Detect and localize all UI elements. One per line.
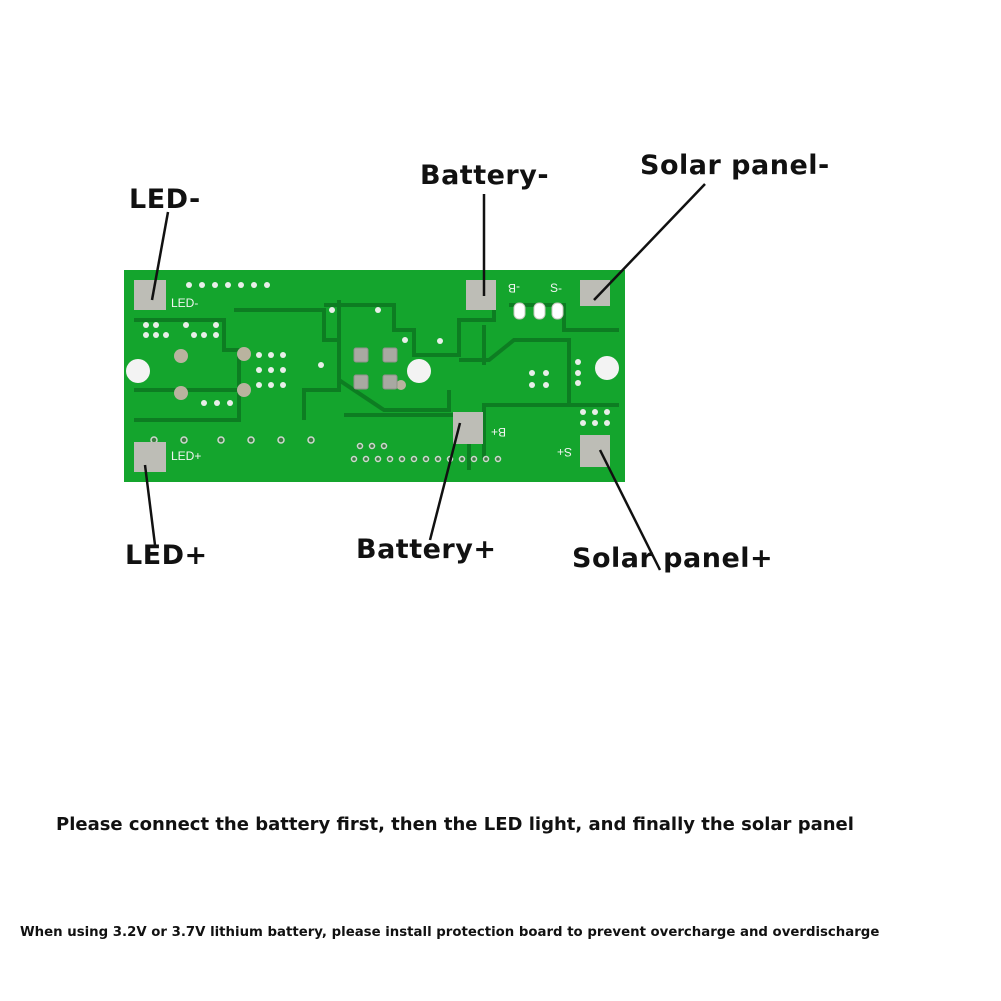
pad-led-minus [134, 280, 166, 310]
note-lithium-warning: When using 3.2V or 3.7V lithium battery,… [20, 925, 880, 940]
pcb-artwork: LED- LED+ -B S- B+ S+ [124, 270, 625, 482]
silk-s-plus: S+ [557, 445, 572, 459]
silk-led-minus: LED- [171, 296, 198, 310]
leader-battery-plus [428, 422, 462, 541]
label-solar-minus: Solar panel- [640, 150, 830, 181]
silk-b-minus: -B [508, 281, 520, 295]
note-connection-order: Please connect the battery first, then t… [56, 814, 854, 835]
label-battery-plus: Battery+ [356, 534, 497, 565]
pad-battery-minus [466, 280, 496, 310]
leader-led-minus [150, 211, 170, 301]
leader-solar-plus [598, 449, 662, 571]
leader-solar-minus [593, 183, 706, 301]
pad-led-plus [134, 442, 166, 472]
label-solar-plus: Solar panel+ [572, 543, 774, 574]
leader-led-plus [143, 464, 157, 546]
silk-led-plus: LED+ [171, 449, 201, 463]
pad-solar-minus [580, 280, 610, 306]
pcb-board: LED- LED+ -B S- B+ S+ [124, 270, 625, 482]
label-led-minus: LED- [129, 184, 201, 215]
label-battery-minus: Battery- [420, 160, 550, 191]
silk-b-plus: B+ [491, 425, 506, 439]
silk-s-minus: S- [550, 281, 562, 295]
label-led-plus: LED+ [125, 540, 208, 571]
